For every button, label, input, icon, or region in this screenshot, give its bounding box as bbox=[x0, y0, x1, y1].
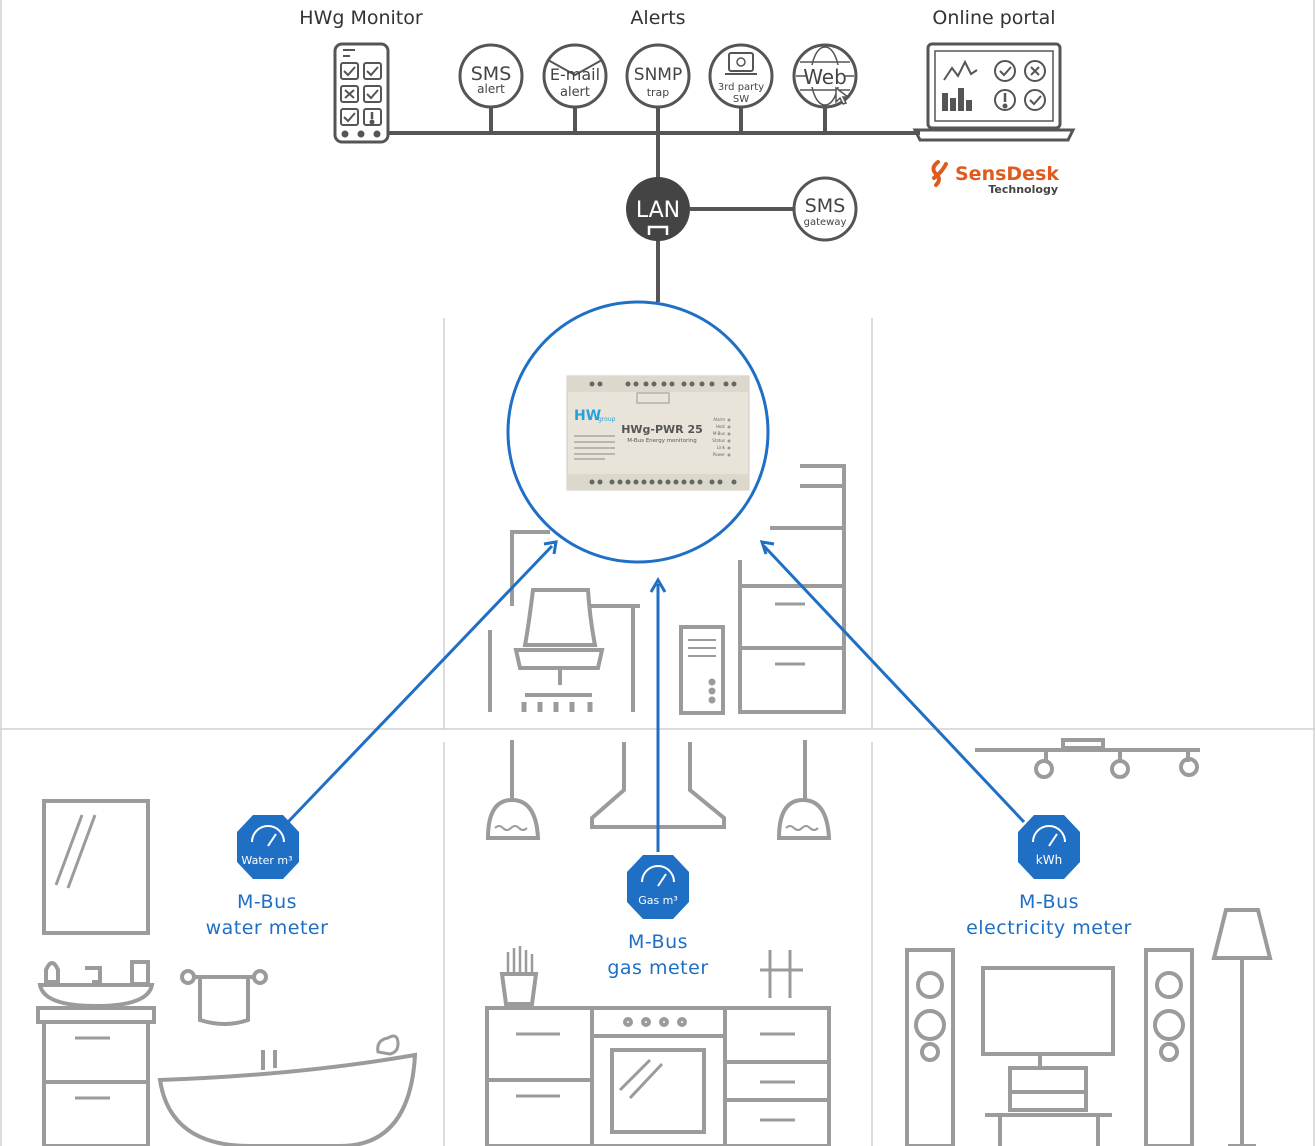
hwg-monitor-label: HWg Monitor bbox=[299, 7, 423, 29]
sms-alert-icon: SMS alert bbox=[458, 43, 524, 109]
device-logo: HW bbox=[574, 408, 601, 424]
hwg-pwr-25-device: HW group HWg-PWR 25 M-Bus Energy monitor… bbox=[506, 300, 770, 564]
led-label: M-Bus bbox=[713, 431, 725, 436]
sensdesk-sub: Technology bbox=[988, 183, 1058, 196]
phone-icon bbox=[333, 42, 390, 144]
water-meter-line2: water meter bbox=[206, 917, 329, 939]
device-logo-sub: group bbox=[598, 416, 616, 423]
track-lights bbox=[975, 738, 1200, 779]
svg-text:SMS: SMS bbox=[471, 63, 512, 85]
snmp-trap-icon: SNMP trap bbox=[625, 43, 691, 109]
led-label: Status bbox=[712, 438, 725, 443]
electricity-meter-badge: kWh bbox=[1018, 815, 1080, 879]
web-icon: Web bbox=[792, 43, 858, 109]
water-meter-badge: Water m³ bbox=[237, 815, 299, 879]
office-furniture bbox=[488, 464, 846, 715]
gas-meter-line1: M-Bus bbox=[628, 931, 688, 953]
electricity-meter-line2: electricity meter bbox=[966, 917, 1132, 939]
svg-text:SW: SW bbox=[733, 94, 749, 105]
svg-text:3rd party: 3rd party bbox=[718, 82, 764, 93]
led-label: Alarm bbox=[713, 417, 725, 422]
svg-text:SNMP: SNMP bbox=[634, 65, 682, 85]
online-portal-label: Online portal bbox=[932, 7, 1055, 29]
alerts-label: Alerts bbox=[630, 7, 685, 29]
led-label: Link bbox=[717, 445, 726, 450]
sensdesk-logo: SensDesk Technology bbox=[931, 160, 1059, 196]
svg-text:gateway: gateway bbox=[804, 217, 847, 228]
device-model: HWg-PWR 25 bbox=[621, 423, 703, 436]
gas-meter-line2: gas meter bbox=[607, 957, 708, 979]
water-badge-text: Water m³ bbox=[241, 854, 292, 867]
electricity-meter-line1: M-Bus bbox=[1019, 891, 1079, 913]
svg-text:trap: trap bbox=[647, 86, 670, 99]
kitchen-counter bbox=[485, 946, 831, 1146]
electricity-badge-text: kWh bbox=[1036, 853, 1062, 867]
third-party-sw-icon: 3rd party SW bbox=[708, 43, 774, 109]
email-alert-icon: E-mail alert bbox=[542, 43, 608, 109]
led-label: Power bbox=[713, 452, 725, 457]
water-meter-line1: M-Bus bbox=[237, 891, 297, 913]
bus-lines bbox=[388, 104, 920, 302]
lan-node: LAN bbox=[626, 177, 690, 241]
svg-text:SMS: SMS bbox=[805, 195, 846, 217]
living-room-furniture bbox=[905, 908, 1273, 1146]
gas-badge-text: Gas m³ bbox=[638, 894, 678, 907]
bathroom-furniture bbox=[36, 799, 418, 1146]
svg-text:Web: Web bbox=[803, 65, 847, 89]
led-label: Host bbox=[716, 424, 726, 429]
laptop-icon bbox=[912, 42, 1076, 142]
lan-label: LAN bbox=[636, 198, 680, 223]
svg-text:alert: alert bbox=[560, 85, 590, 100]
sms-gateway-icon: SMS gateway bbox=[792, 176, 858, 242]
svg-text:alert: alert bbox=[477, 82, 505, 96]
svg-text:E-mail: E-mail bbox=[550, 65, 600, 84]
device-subtitle: M-Bus Energy monitoring bbox=[627, 438, 696, 444]
sensdesk-name: SensDesk bbox=[955, 163, 1059, 185]
gas-meter-badge: Gas m³ bbox=[627, 855, 689, 919]
mbus-connections bbox=[286, 540, 1026, 852]
